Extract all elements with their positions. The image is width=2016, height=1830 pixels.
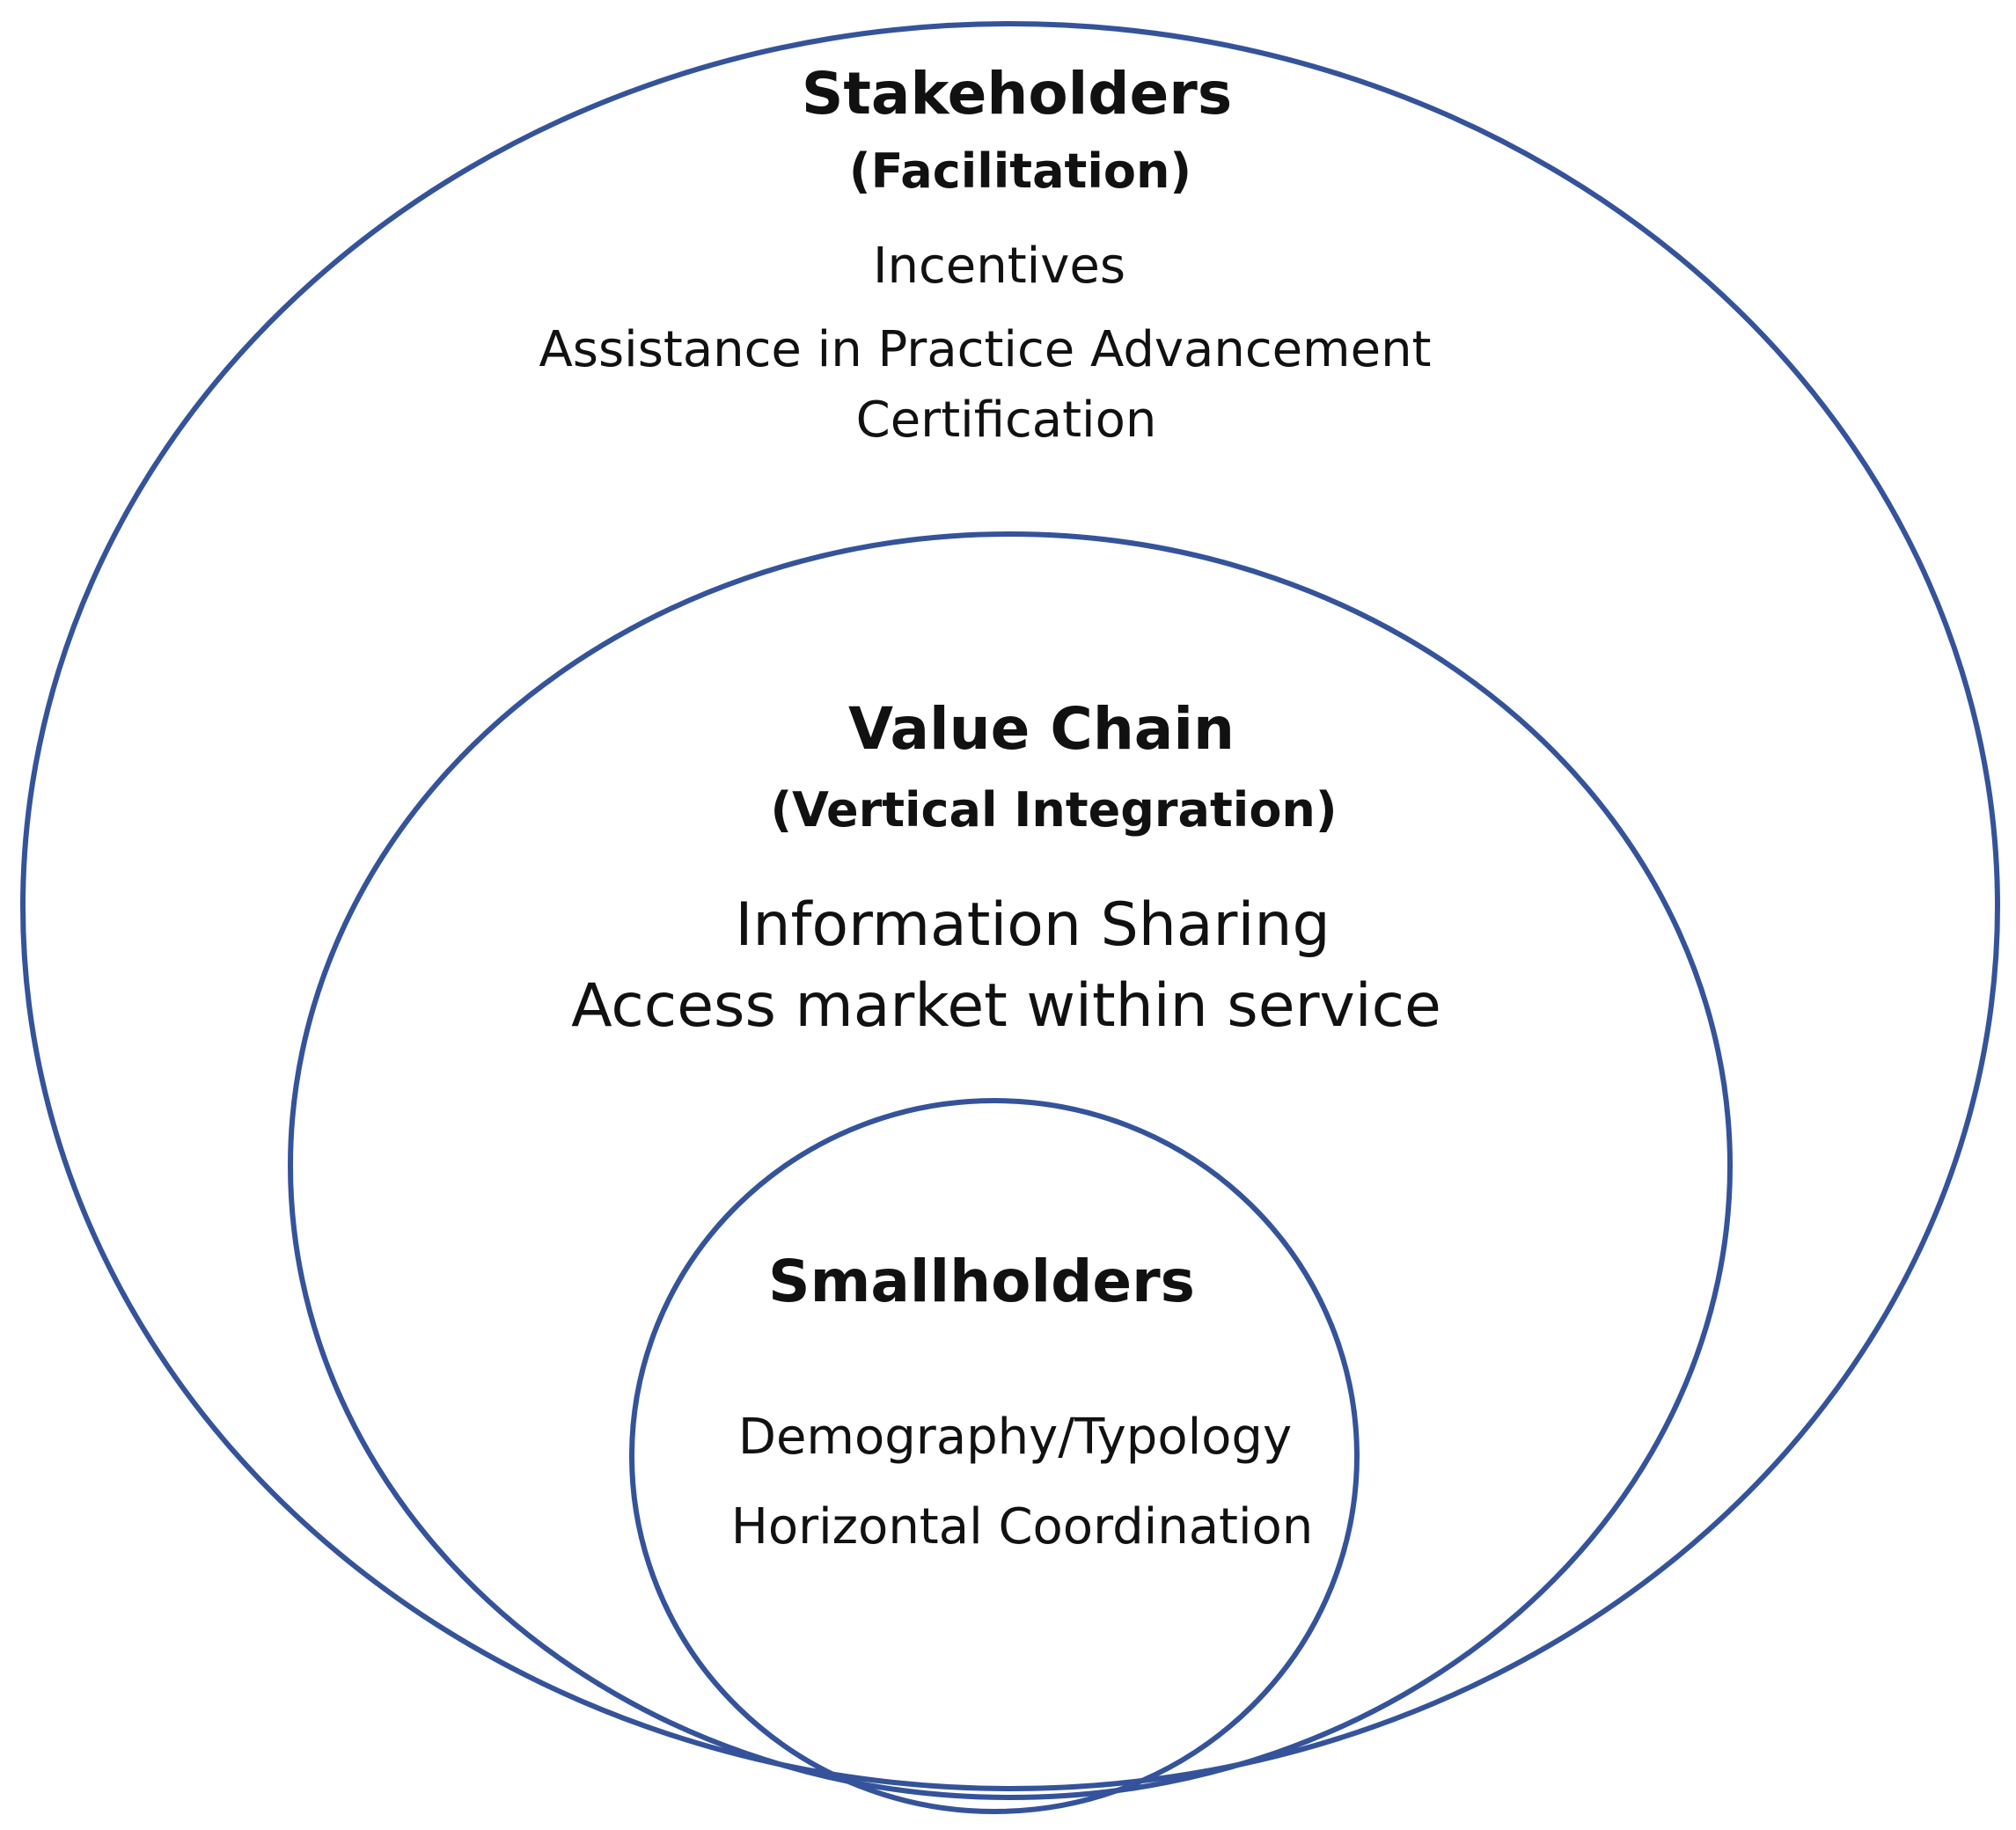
value-chain-subtitle: (Vertical Integration) xyxy=(770,782,1338,838)
value-chain-ring xyxy=(288,531,1733,1800)
stakeholders-item-assistance: Assistance in Practice Advancement xyxy=(539,321,1432,378)
smallholders-title: Smallholders xyxy=(768,1248,1195,1315)
stakeholders-ring xyxy=(20,21,2000,1791)
stakeholders-item-certification: Certification xyxy=(855,392,1157,449)
smallholders-item-demography: Demography/Typology xyxy=(737,1409,1293,1466)
stakeholders-item-incentives: Incentives xyxy=(872,238,1126,295)
stakeholders-subtitle: (Facilitation) xyxy=(848,143,1192,199)
value-chain-item-information-sharing: Information Sharing xyxy=(735,890,1331,960)
value-chain-item-access-market: Access market within service xyxy=(571,971,1441,1041)
stakeholders-title: Stakeholders xyxy=(801,60,1233,128)
smallholders-item-horizontal-coordination: Horizontal Coordination xyxy=(730,1498,1314,1556)
value-chain-title: Value Chain xyxy=(848,695,1235,763)
smallholders-ring xyxy=(629,1098,1360,1814)
